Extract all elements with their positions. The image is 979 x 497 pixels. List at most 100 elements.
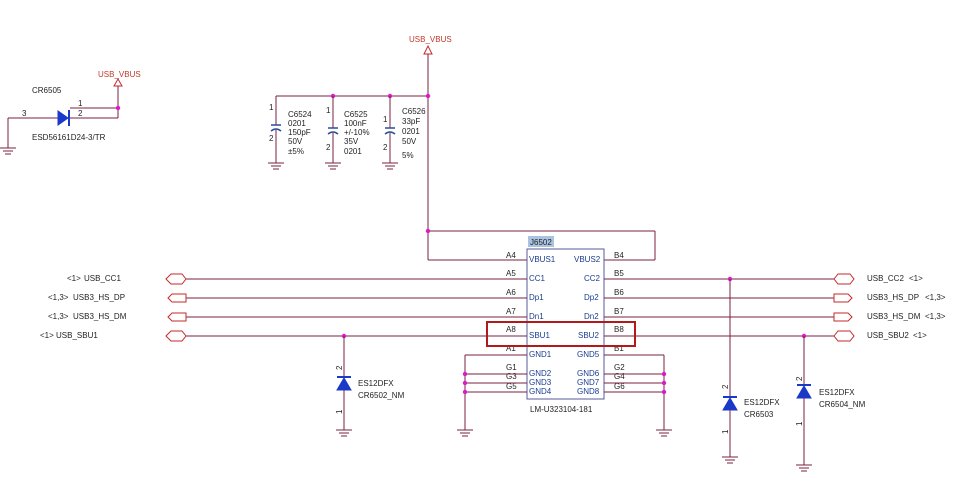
pin-number: A4 bbox=[506, 251, 516, 260]
cap-value: ±5% bbox=[288, 147, 304, 156]
pin-number: G4 bbox=[614, 372, 625, 381]
power-arrow-icon bbox=[113, 77, 123, 87]
cap-pin-label: 1 bbox=[326, 106, 331, 115]
esd-ref: CR6503 bbox=[744, 410, 774, 419]
capacitor-c6524: 1 2 C6524 0201 150pF 50V ±5% bbox=[268, 96, 312, 170]
pin-name: VBUS2 bbox=[574, 255, 601, 264]
ground-symbol bbox=[0, 147, 16, 155]
cap-value: 35V bbox=[344, 137, 359, 146]
pin-number: B7 bbox=[614, 307, 624, 316]
power-arrow-icon bbox=[423, 44, 433, 55]
pin-number: G2 bbox=[614, 363, 625, 372]
offpage-port-icon bbox=[833, 293, 853, 303]
pin-name: CC2 bbox=[584, 274, 601, 283]
tvs-cr6505-ref: CR6505 bbox=[32, 86, 62, 95]
cap-value: 0201 bbox=[344, 147, 362, 156]
vbus-decoupling: USB_VBUS 1 2 C6524 0201 150pF 50V ±5% bbox=[268, 35, 452, 260]
pin-number: A5 bbox=[506, 269, 516, 278]
net-name: USB_SBU2 bbox=[867, 331, 909, 340]
capacitor-c6526: 1 2 C6526 33pF 0201 50V 5% bbox=[382, 96, 426, 170]
pin-number: A1 bbox=[506, 344, 516, 353]
net-ref: <1> bbox=[40, 331, 54, 340]
net-ref: <1,3> bbox=[925, 293, 946, 302]
cap-value: 100nF bbox=[344, 119, 367, 128]
esd-ref: CR6502_NM bbox=[358, 391, 405, 400]
net-ref: <1> bbox=[67, 274, 81, 283]
tvs-cr6505-part: ESD56161D24-3/TR bbox=[32, 133, 106, 142]
left-net-ports: <1> USB_CC1 <1,3> USB3_HS_DP <1,3> USB3_… bbox=[40, 273, 187, 342]
pin-name: Dn1 bbox=[529, 312, 544, 321]
cap-value: 150pF bbox=[288, 128, 311, 137]
power-label-vbus-top: USB_VBUS bbox=[409, 35, 452, 44]
highlight-sbu-box bbox=[486, 321, 636, 347]
junction-dot bbox=[115, 105, 121, 111]
offpage-port-icon bbox=[165, 330, 187, 342]
pin-name: GND3 bbox=[529, 378, 552, 387]
pin-number: G6 bbox=[614, 382, 625, 391]
tvs-pin2-label: 2 bbox=[78, 109, 83, 118]
pin-name: Dn2 bbox=[584, 312, 599, 321]
pin-name: GND8 bbox=[577, 387, 600, 396]
esd-pin-label: 2 bbox=[335, 365, 344, 370]
tvs-diode-icon bbox=[57, 110, 69, 126]
ref-highlight bbox=[528, 236, 554, 247]
esd-pin-label: 1 bbox=[795, 421, 804, 426]
pin-number: G3 bbox=[506, 372, 517, 381]
cap-pin-label: 2 bbox=[269, 134, 274, 143]
pin-number: B1 bbox=[614, 344, 624, 353]
offpage-port-icon bbox=[167, 293, 187, 303]
pin-name: GND5 bbox=[577, 350, 600, 359]
offpage-port-icon bbox=[165, 273, 187, 285]
offpage-port-icon bbox=[167, 312, 187, 322]
pin-name: GND2 bbox=[529, 369, 552, 378]
pin-name: GND6 bbox=[577, 369, 600, 378]
cap-pin-label: 1 bbox=[269, 103, 274, 112]
net-ref: <1,3> bbox=[925, 312, 946, 321]
net-name: USB3_HS_DP bbox=[73, 293, 125, 302]
cap-value: +/-10% bbox=[344, 128, 370, 137]
pin-name: GND4 bbox=[529, 387, 552, 396]
pin-number: G5 bbox=[506, 382, 517, 391]
cap-value: 0201 bbox=[288, 119, 306, 128]
cap-value: 0201 bbox=[402, 127, 420, 136]
connector-body bbox=[526, 248, 605, 400]
net-name: USB_SBU1 bbox=[56, 331, 98, 340]
tvs-pin1-label: 1 bbox=[78, 99, 83, 108]
esd-cr6503: 2 1 ES12DFX CR6503 bbox=[721, 276, 780, 464]
cap-value: 50V bbox=[288, 137, 303, 146]
cap-value: 5% bbox=[402, 151, 414, 160]
tvs-pin3-label: 3 bbox=[22, 109, 27, 118]
pin-name: Dp2 bbox=[584, 293, 599, 302]
offpage-port-icon bbox=[833, 312, 853, 322]
esd-pin-label: 2 bbox=[795, 376, 804, 381]
cap-value: 33pF bbox=[402, 117, 420, 126]
connector-ground-net bbox=[457, 354, 672, 437]
net-name: USB_CC2 bbox=[867, 274, 904, 283]
esd-ref: CR6504_NM bbox=[819, 400, 866, 409]
junction-dot bbox=[425, 228, 431, 234]
esd-part: ES12DFX bbox=[744, 398, 780, 407]
esd-pin-label: 1 bbox=[721, 429, 730, 434]
pin-name: GND1 bbox=[529, 350, 552, 359]
pin-number: B6 bbox=[614, 288, 624, 297]
pin-number: G1 bbox=[506, 363, 517, 372]
pin-name: VBUS1 bbox=[529, 255, 556, 264]
pin-name: SBU2 bbox=[578, 331, 599, 340]
capacitor-c6525: 1 2 C6525 100nF +/-10% 35V 0201 bbox=[325, 96, 370, 170]
pin-number: B5 bbox=[614, 269, 624, 278]
cap-pin-label: 2 bbox=[383, 143, 388, 152]
pin-number: A6 bbox=[506, 288, 516, 297]
cap-ref: C6526 bbox=[402, 107, 426, 116]
esd-cr6504: 2 1 ES12DFX CR6504_NM bbox=[795, 333, 866, 472]
esd-diode-icon bbox=[336, 377, 352, 391]
cap-value: 50V bbox=[402, 137, 417, 146]
esd-pin-label: 1 bbox=[335, 409, 344, 414]
cap-ref: C6525 bbox=[344, 110, 368, 119]
esd-pin-label: 2 bbox=[721, 384, 730, 389]
pin-name: CC1 bbox=[529, 274, 546, 283]
connector-ref: J6502 bbox=[530, 238, 552, 247]
pin-name: GND7 bbox=[577, 378, 600, 387]
pin-number: B8 bbox=[614, 325, 624, 334]
connector-part: LM-U323104-181 bbox=[530, 405, 593, 414]
